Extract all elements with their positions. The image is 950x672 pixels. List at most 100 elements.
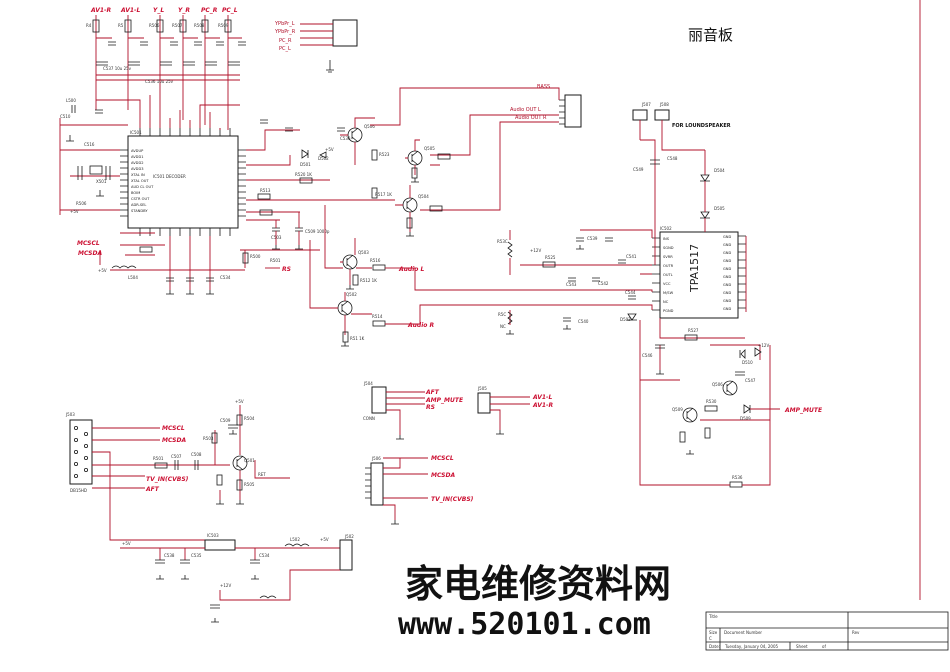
svg-text:GND: GND <box>723 259 731 263</box>
svg-text:R4: R4 <box>86 23 92 28</box>
svg-text:+12V: +12V <box>758 343 769 348</box>
svg-text:D502: D502 <box>620 317 631 322</box>
watermark-chinese: 家电维修资料网 <box>405 561 671 606</box>
svg-text:C509: C509 <box>220 418 231 423</box>
svg-text:of: of <box>822 644 826 649</box>
svg-text:R523: R523 <box>379 152 390 157</box>
svg-text:C534: C534 <box>259 553 270 558</box>
svg-text:R525: R525 <box>545 255 556 260</box>
svg-text:Tuesday, January 04, 2005: Tuesday, January 04, 2005 <box>724 644 779 649</box>
svg-text:R5C: R5C <box>498 312 506 317</box>
net-pc-l: PC_L <box>222 7 238 14</box>
svg-text:C549: C549 <box>633 167 644 172</box>
svg-text:Q503: Q503 <box>358 250 369 255</box>
net-bass: BASS <box>537 84 550 90</box>
svg-text:AVDD3: AVDD3 <box>131 167 144 171</box>
svg-text:BOIM: BOIM <box>131 191 140 195</box>
svg-text:+5V: +5V <box>235 399 244 404</box>
svg-text:IC501: IC501 <box>130 130 142 135</box>
svg-text:C548: C548 <box>667 156 678 161</box>
svg-text:C547: C547 <box>745 378 756 383</box>
net-amp-mute-right: AMP_MUTE <box>784 407 823 414</box>
svg-text:J504: J504 <box>363 381 373 386</box>
svg-text:GND: GND <box>723 299 731 303</box>
svg-text:C507: C507 <box>171 454 182 459</box>
net-tv-in-conn: TV_IN(CVBS) <box>431 496 474 503</box>
svg-text:R506: R506 <box>76 201 87 206</box>
net-amp-mute-mid: AMP_MUTE <box>425 397 464 404</box>
conn-ypbpr-r: YPbPr_R <box>274 29 296 35</box>
net-mcscl-conn: MCSCL <box>431 455 454 462</box>
svg-text:C543: C543 <box>566 282 577 287</box>
svg-text:Date:: Date: <box>709 644 720 649</box>
net-av1-r: AV1-R <box>532 402 554 409</box>
svg-text:AVDD2: AVDD2 <box>131 161 144 165</box>
net-y-l: Y_L <box>153 7 164 14</box>
svg-text:X501: X501 <box>96 179 107 184</box>
svg-text:J506: J506 <box>371 456 381 461</box>
svg-text:C546: C546 <box>642 353 653 358</box>
net-mcscl-low: MCSCL <box>162 425 185 432</box>
net-mcsda-low: MCSDA <box>162 437 186 444</box>
tpa-left-pins: INS SGND SVRR OUTR OUTL VCC M/SW NC PGND <box>663 237 674 313</box>
svg-text:DB15HD: DB15HD <box>70 488 87 493</box>
lower-connector: J506 MCSCL MCSDA TV_IN(CVBS) <box>365 455 474 525</box>
svg-text:Q502: Q502 <box>346 292 357 297</box>
svg-text:R517 1K: R517 1K <box>375 192 392 197</box>
svg-text:R505: R505 <box>244 482 255 487</box>
svg-text:GND: GND <box>723 251 731 255</box>
svg-text:OUTR: OUTR <box>663 264 674 268</box>
svg-text:C508: C508 <box>191 452 202 457</box>
svg-text:ADR-SEL: ADR-SEL <box>131 203 146 207</box>
svg-text:C544: C544 <box>625 290 636 295</box>
svg-text:Q509: Q509 <box>672 407 683 412</box>
svg-text:D502: D502 <box>318 156 329 161</box>
svg-text:R501: R501 <box>153 456 164 461</box>
svg-text:C541: C541 <box>626 254 637 259</box>
conn-ypbpr-l: YPbPr_L <box>274 21 295 27</box>
svg-text:R503: R503 <box>203 436 214 441</box>
svg-text:C539: C539 <box>587 236 598 241</box>
svg-text:R516: R516 <box>370 258 381 263</box>
svg-text:AVDD1: AVDD1 <box>131 155 144 159</box>
svg-text:R506: R506 <box>149 23 160 28</box>
svg-text:GND: GND <box>723 267 731 271</box>
svg-text:D509: D509 <box>740 416 751 421</box>
mute-circuit: R527 D510 +12V C547 Q506 Q509 R530 R536 … <box>639 318 780 488</box>
svg-text:C540: C540 <box>578 319 589 324</box>
svg-text:SVRR: SVRR <box>663 255 673 259</box>
connector-j503: YPbPr_L YPbPr_R PC_R PC_L <box>274 19 358 73</box>
svg-text:R536: R536 <box>732 475 743 480</box>
net-rs-mid: RS <box>426 404 435 411</box>
svg-text:GND: GND <box>723 243 731 247</box>
svg-text:R512 1K: R512 1K <box>360 278 377 283</box>
top-input-nets: AV1-R AV1-L Y_L Y_R PC_R PC_L <box>90 7 238 14</box>
svg-text:R508: R508 <box>194 23 205 28</box>
svg-text:GND: GND <box>723 307 731 311</box>
svg-text:+12V: +12V <box>530 248 541 253</box>
svg-text:Rev: Rev <box>852 630 860 635</box>
svg-text:SGND: SGND <box>663 246 674 250</box>
svg-text:XTAL OUT: XTAL OUT <box>131 179 149 183</box>
decoder-lower-parts: +5V L504 C534 <box>98 236 245 295</box>
svg-text:Q501: Q501 <box>244 458 255 463</box>
svg-text:IC503: IC503 <box>207 533 219 538</box>
svg-text:C510: C510 <box>60 114 71 119</box>
svg-text:L504: L504 <box>128 275 138 280</box>
svg-text:GND: GND <box>723 283 731 287</box>
net-av1-l: AV1-L <box>120 7 141 14</box>
svg-text:L500: L500 <box>66 98 76 103</box>
svg-text:M/SW: M/SW <box>663 291 674 295</box>
svg-text:J507: J507 <box>641 102 651 107</box>
svg-text:Size: Size <box>709 630 718 635</box>
svg-text:OUTL: OUTL <box>663 273 673 277</box>
svg-text:CSTR OUT: CSTR OUT <box>131 197 150 201</box>
svg-text:R514: R514 <box>372 314 383 319</box>
title-block: Title Size C Document Number Date: Tuesd… <box>705 611 949 651</box>
svg-text:J505: J505 <box>477 386 487 391</box>
net-mcscl: MCSCL <box>77 240 100 247</box>
svg-text:R507: R507 <box>172 23 183 28</box>
svg-text:J508: J508 <box>659 102 669 107</box>
svg-text:D504: D504 <box>714 168 725 173</box>
svg-text:R520 1K: R520 1K <box>295 172 312 177</box>
